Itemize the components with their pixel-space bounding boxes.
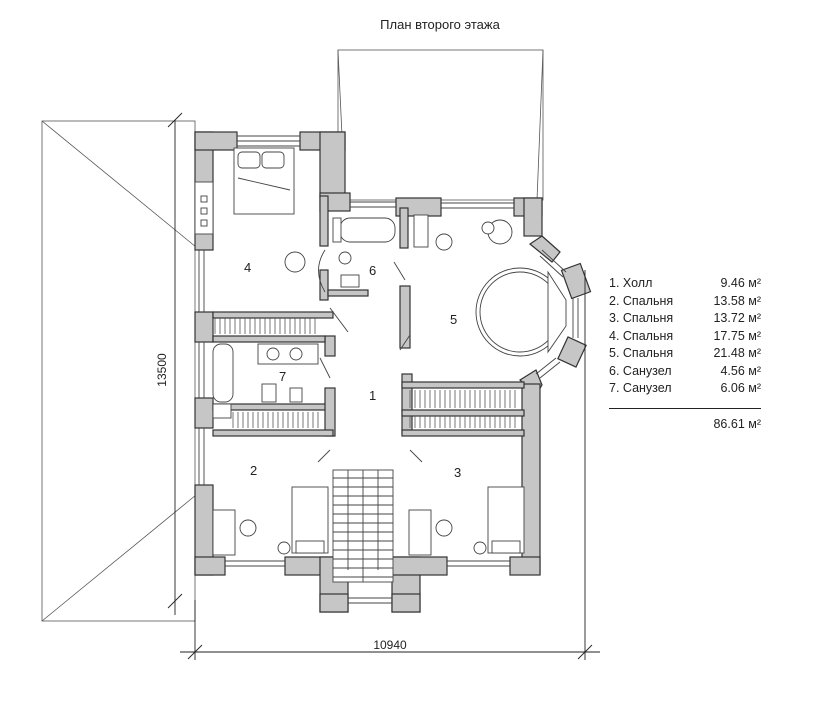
page-title: План второго этажа xyxy=(380,17,500,32)
room-number-3: 3 xyxy=(454,465,461,480)
room-number-6: 6 xyxy=(369,263,376,278)
legend-divider xyxy=(609,407,761,409)
room-number-7: 7 xyxy=(279,369,286,384)
windows xyxy=(198,135,579,604)
room-labels: 1 2 3 4 5 6 7 xyxy=(244,260,461,480)
wardrobes xyxy=(214,318,516,428)
interior-walls xyxy=(212,195,525,437)
doors xyxy=(317,249,423,463)
width-dimension: 10940 xyxy=(373,638,407,652)
height-dimension: 13500 xyxy=(155,353,169,387)
dimension-lines: 10940 13500 xyxy=(155,112,600,660)
stairs xyxy=(332,469,394,583)
legend-total: 86.61 м² xyxy=(713,416,761,431)
furniture xyxy=(194,147,567,556)
room-number-2: 2 xyxy=(250,463,257,478)
room-number-5: 5 xyxy=(450,312,457,327)
exterior-walls xyxy=(194,131,592,613)
room-number-4: 4 xyxy=(244,260,251,275)
room-number-1: 1 xyxy=(369,388,376,403)
